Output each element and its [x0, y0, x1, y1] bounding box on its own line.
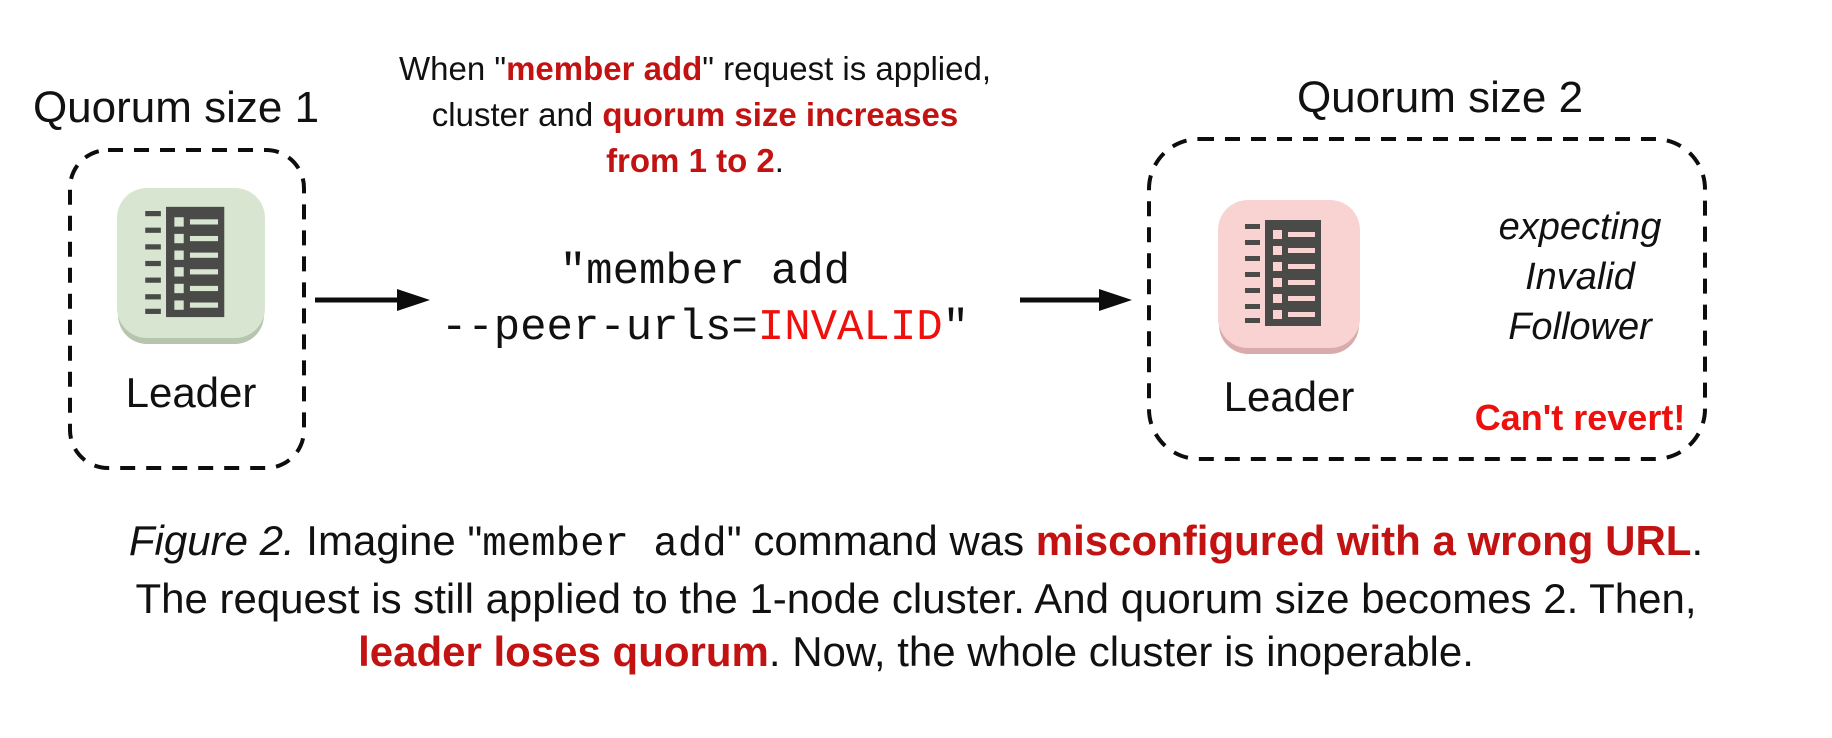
- left-leader-label: Leader: [125, 369, 257, 416]
- left-cluster-dashed-box: [68, 148, 306, 470]
- etcd-ledger-icon: [1245, 220, 1321, 326]
- expecting-line-3: Follower: [1508, 306, 1652, 348]
- caption-line-3: leader loses quorum. Now, the whole clus…: [358, 628, 1474, 675]
- expecting-invalid-follower-text: expecting Invalid Follower: [1420, 202, 1740, 352]
- figure-caption: Figure 2. Imagine "member add" command w…: [0, 514, 1832, 678]
- member-add-note: When "member add" request is applied, cl…: [345, 46, 1045, 184]
- etcd-ledger-icon: [145, 206, 225, 318]
- caption-line-2: The request is still applied to the 1-no…: [135, 575, 1697, 622]
- cant-revert-warning: Can't revert!: [1474, 397, 1686, 438]
- leader-node-green: [117, 188, 265, 338]
- note-line-3: from 1 to 2.: [606, 142, 784, 179]
- arrow-command-to-right: [1020, 289, 1132, 311]
- command-line-1: "member add: [559, 247, 851, 297]
- right-cluster-title: Quorum size 2: [1296, 73, 1584, 122]
- note-line-1: When "member add" request is applied,: [398, 50, 992, 87]
- member-add-command: "member add --peer-urls=INVALID": [355, 244, 1055, 356]
- left-cluster-title: Quorum size 1: [32, 83, 320, 132]
- leader-node-pink: [1218, 200, 1360, 348]
- arrow-left-to-command: [315, 289, 430, 311]
- caption-line-1: Figure 2. Imagine "member add" command w…: [128, 517, 1704, 568]
- expecting-line-1: expecting: [1498, 206, 1662, 248]
- command-line-2: --peer-urls=INVALID": [440, 303, 970, 353]
- expecting-line-2: Invalid: [1525, 256, 1635, 298]
- note-line-2: cluster and quorum size increases: [431, 96, 959, 133]
- right-leader-label: Leader: [1223, 373, 1355, 420]
